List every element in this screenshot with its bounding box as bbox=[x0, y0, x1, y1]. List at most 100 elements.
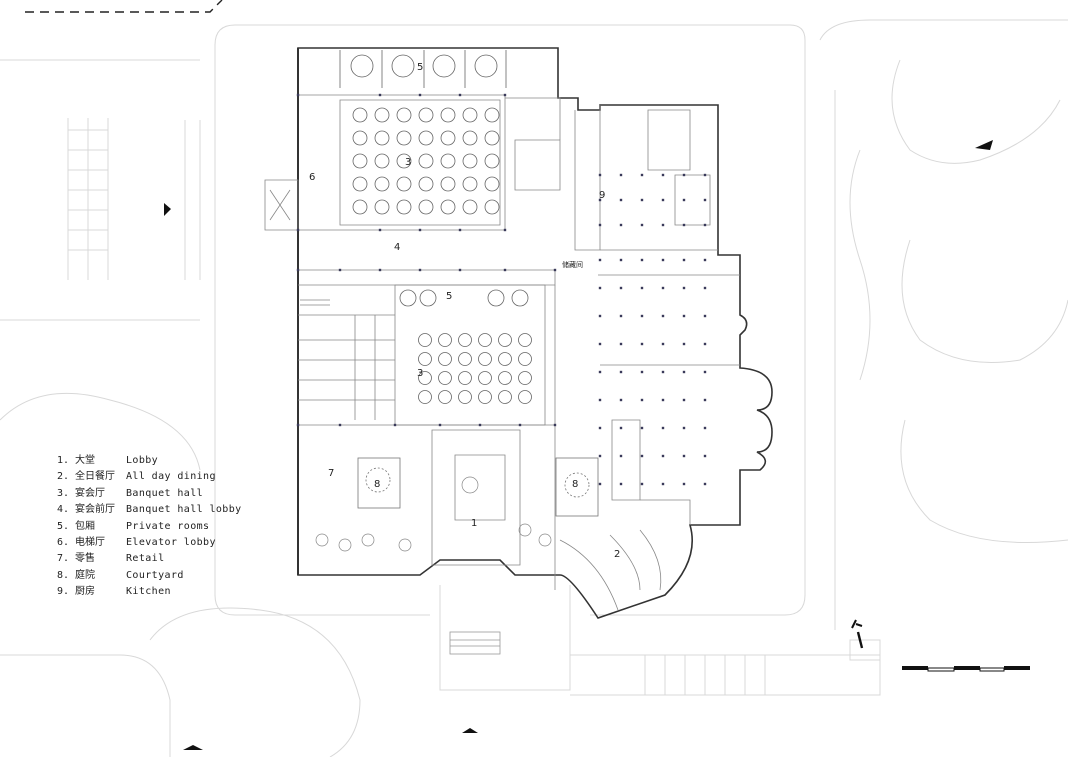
legend-zh: 7. 零售 bbox=[57, 553, 96, 565]
column bbox=[640, 223, 644, 227]
round-table bbox=[484, 130, 500, 146]
legend-item: 4. 宴会前厅 Banquet hall lobby bbox=[57, 502, 242, 518]
round-table bbox=[418, 130, 434, 146]
round-table bbox=[478, 333, 492, 347]
column bbox=[640, 426, 644, 430]
scale-bar bbox=[902, 666, 1030, 672]
round-table bbox=[440, 130, 456, 146]
interior-walls bbox=[264, 94, 740, 611]
column bbox=[661, 314, 665, 318]
round-table bbox=[374, 199, 390, 215]
round-table bbox=[440, 153, 456, 169]
column bbox=[703, 173, 707, 177]
label-lobby: 1 bbox=[471, 518, 477, 529]
round-table bbox=[438, 333, 452, 347]
column bbox=[661, 198, 665, 202]
column bbox=[598, 454, 602, 458]
column bbox=[553, 423, 557, 427]
column bbox=[598, 398, 602, 402]
column bbox=[296, 423, 300, 427]
round-table bbox=[458, 390, 472, 404]
column bbox=[682, 370, 686, 374]
legend-zh: 6. 电梯厅 bbox=[57, 537, 106, 549]
column bbox=[458, 268, 462, 272]
column bbox=[703, 342, 707, 346]
column bbox=[458, 228, 462, 232]
label-banquet-lobby: 4 bbox=[394, 242, 400, 253]
section-markers bbox=[164, 140, 993, 750]
round-table bbox=[462, 176, 478, 192]
legend-en: Private rooms bbox=[126, 520, 210, 532]
column bbox=[619, 223, 623, 227]
round-table bbox=[498, 371, 512, 385]
column bbox=[619, 286, 623, 290]
banquet-tables-upper bbox=[352, 107, 500, 215]
round-table bbox=[374, 107, 390, 123]
round-table bbox=[440, 176, 456, 192]
column bbox=[682, 342, 686, 346]
legend-en: Elevator lobby bbox=[126, 537, 216, 549]
column bbox=[598, 426, 602, 430]
round-table bbox=[396, 153, 412, 169]
column bbox=[661, 426, 665, 430]
round-table bbox=[458, 352, 472, 366]
column bbox=[682, 398, 686, 402]
column bbox=[553, 268, 557, 272]
round-table bbox=[438, 390, 452, 404]
round-table bbox=[438, 352, 452, 366]
round-table bbox=[418, 176, 434, 192]
column bbox=[598, 173, 602, 177]
round-table bbox=[396, 107, 412, 123]
column bbox=[640, 342, 644, 346]
column bbox=[640, 314, 644, 318]
column bbox=[640, 286, 644, 290]
label-private-lower: 5 bbox=[446, 291, 452, 302]
legend-en: Banquet hall bbox=[126, 487, 204, 499]
column bbox=[703, 286, 707, 290]
column bbox=[478, 423, 482, 427]
column bbox=[682, 258, 686, 262]
column bbox=[661, 370, 665, 374]
column bbox=[682, 426, 686, 430]
column bbox=[703, 426, 707, 430]
round-table bbox=[352, 199, 368, 215]
column bbox=[518, 423, 522, 427]
column bbox=[703, 398, 707, 402]
column bbox=[296, 268, 300, 272]
round-table bbox=[418, 390, 432, 404]
column bbox=[296, 93, 300, 97]
column bbox=[598, 258, 602, 262]
legend-zh: 8. 庭院 bbox=[57, 569, 96, 581]
column bbox=[661, 223, 665, 227]
column bbox=[640, 482, 644, 486]
column bbox=[619, 454, 623, 458]
site-boundary-dashed bbox=[25, 0, 223, 13]
round-table bbox=[498, 352, 512, 366]
column bbox=[598, 286, 602, 290]
round-table bbox=[518, 390, 532, 404]
column bbox=[503, 93, 507, 97]
column bbox=[682, 314, 686, 318]
round-table bbox=[478, 352, 492, 366]
round-table bbox=[462, 130, 478, 146]
column bbox=[682, 198, 686, 202]
round-table bbox=[374, 153, 390, 169]
label-courtyard-left: 8 bbox=[374, 479, 380, 490]
legend-en: Kitchen bbox=[126, 586, 171, 598]
column bbox=[418, 93, 422, 97]
legend-en: Banquet hall lobby bbox=[126, 504, 242, 516]
round-table bbox=[374, 176, 390, 192]
legend-zh: 5. 包厢 bbox=[57, 520, 96, 532]
column bbox=[682, 482, 686, 486]
column bbox=[378, 268, 382, 272]
legend-zh: 4. 宴会前厅 bbox=[57, 504, 116, 516]
round-table bbox=[462, 107, 478, 123]
column bbox=[661, 398, 665, 402]
column bbox=[703, 454, 707, 458]
column bbox=[619, 370, 623, 374]
